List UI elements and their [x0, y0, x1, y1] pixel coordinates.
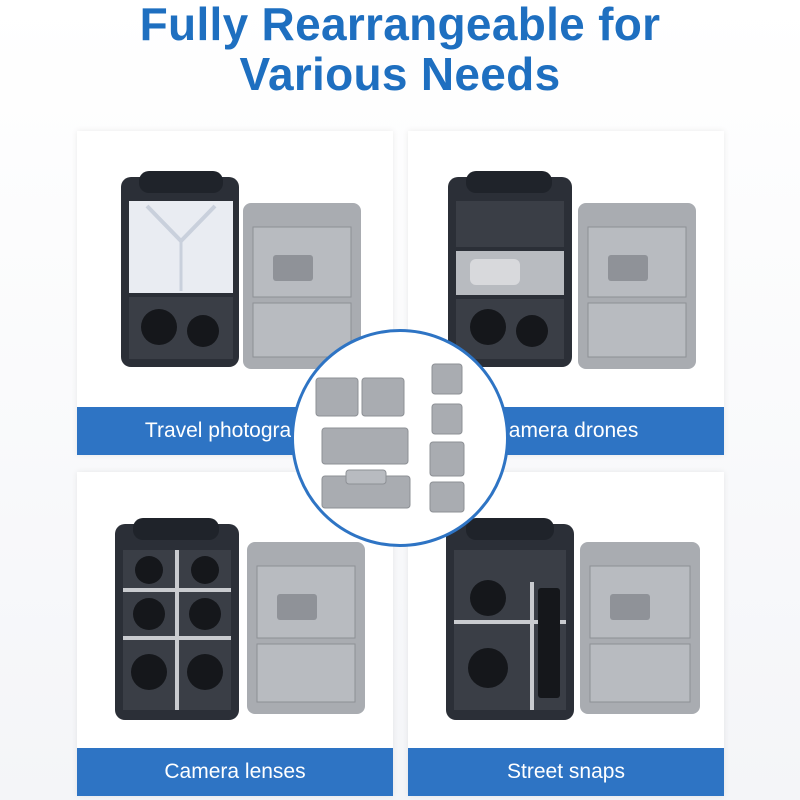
backpack-lenses-image	[115, 518, 365, 720]
title-line-1: Fully Rearrangeable for	[139, 0, 661, 50]
backpack-street-image	[446, 518, 700, 720]
divider-inserts-circle	[291, 329, 509, 547]
divider-inserts-image	[315, 363, 465, 513]
panel-camera-lenses: Camera lenses	[77, 472, 393, 796]
backpack-drones-image	[448, 171, 696, 369]
label-camera-lenses: Camera lenses	[77, 748, 393, 796]
label-street-snaps: Street snaps	[408, 748, 724, 796]
panel-street-snaps: Street snaps	[408, 472, 724, 796]
title-line-2: Various Needs	[239, 48, 561, 100]
backpack-travel-image	[121, 171, 361, 369]
